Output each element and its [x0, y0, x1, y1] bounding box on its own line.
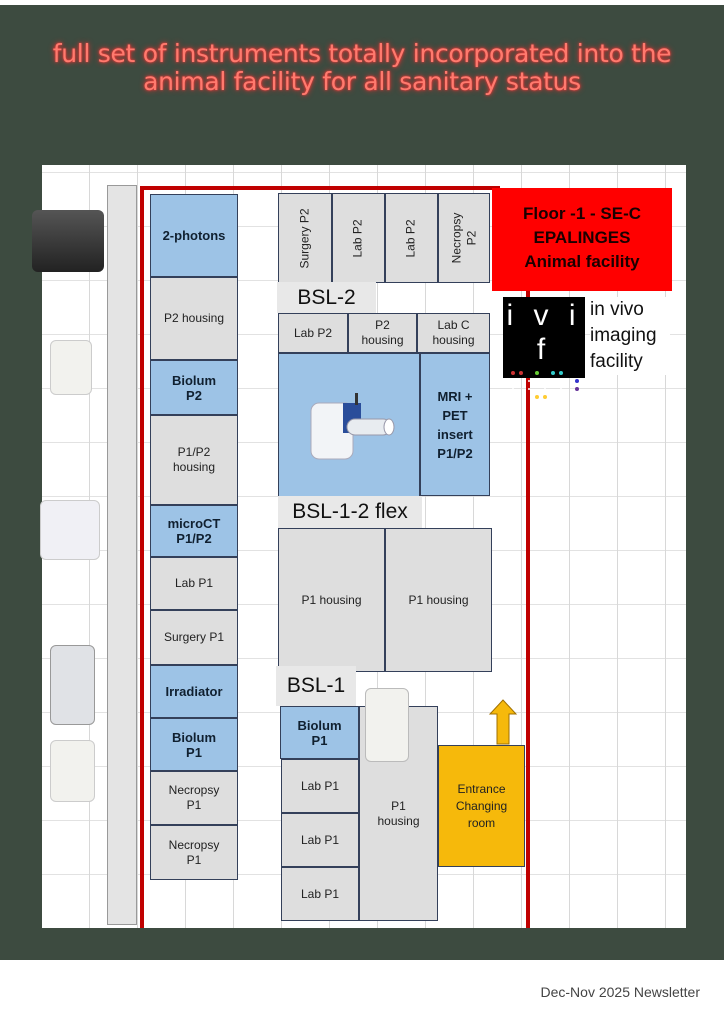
page-title: full set of instruments totally incorpor… — [52, 39, 672, 96]
room-p2-housing: P2 housing — [348, 313, 417, 353]
corridor — [107, 185, 137, 925]
floor-banner: Floor -1 - SE-C EPALINGES Animal facilit… — [492, 188, 672, 291]
ivif-logo: i v i f — [503, 297, 585, 399]
ivif-logo-mark: i v i f — [506, 299, 582, 366]
irradiator-instrument-image — [50, 645, 95, 725]
room-surgery-p2: Surgery P2 — [278, 193, 332, 283]
banner-line: EPALINGES — [533, 228, 631, 247]
zone-label-bsl1: BSL-1 — [276, 666, 356, 706]
room-biolum-p2: Biolum P2 — [150, 360, 238, 415]
entrance-arrow-icon — [488, 699, 518, 745]
zone-label-bsl2: BSL-2 — [277, 282, 376, 313]
ivif-logo-text: in vivo imaging facility — [590, 297, 670, 375]
room-lab-p2: Lab P2 — [332, 193, 385, 283]
boundary-line — [526, 290, 530, 928]
zone-label-bsl12: BSL-1-2 flex — [278, 496, 422, 528]
room-surgery-p1: Surgery P1 — [150, 610, 238, 665]
room-imaging — [278, 353, 420, 505]
room-lab-p1: Lab P1 — [281, 813, 359, 867]
room-p1-housing: P1 housing — [278, 528, 385, 672]
room-lab-c-housing: Lab C housing — [417, 313, 490, 353]
room-necropsy-p2: Necropsy P2 — [438, 193, 490, 283]
room-lab-p1: Lab P1 — [281, 867, 359, 921]
banner-line: Animal facility — [524, 252, 640, 271]
room-lab-p2: Lab P2 — [278, 313, 348, 353]
room-lab-p2: Lab P2 — [385, 193, 438, 283]
room-p1p2-housing: P1/P2 housing — [150, 415, 238, 505]
room-necropsy-p1: Necropsy P1 — [150, 825, 238, 880]
mri-scanner-image — [310, 393, 395, 460]
room-necropsy-p1: Necropsy P1 — [150, 771, 238, 825]
biolum-instrument-image — [50, 340, 92, 395]
logo-dots — [511, 371, 579, 399]
microct-instrument-image — [40, 500, 100, 560]
room-lab-p1: Lab P1 — [150, 557, 238, 610]
room-2-photons: 2-photons — [150, 194, 238, 277]
room-mri-pet: MRI + PET insert P1/P2 — [420, 353, 490, 496]
footer-newsletter: Dec-Nov 2025 Newsletter — [540, 984, 700, 1000]
biolum-instrument-image — [365, 688, 409, 762]
biolum-instrument-image — [50, 740, 95, 802]
room-microct: microCT P1/P2 — [150, 505, 238, 557]
room-lab-p1: Lab P1 — [281, 759, 359, 813]
room-irradiator: Irradiator — [150, 665, 238, 718]
room-p1-housing: P1 housing — [385, 528, 492, 672]
room-biolum-p1: Biolum P1 — [280, 706, 359, 759]
room-p2-housing: P2 housing — [150, 277, 238, 360]
banner-line: Floor -1 - SE-C — [522, 204, 642, 223]
room-entrance: Entrance Changing room — [438, 745, 525, 867]
microscope-image — [32, 210, 104, 272]
room-biolum-p1: Biolum P1 — [150, 718, 238, 771]
boundary-line — [140, 186, 500, 190]
boundary-line — [140, 188, 144, 928]
